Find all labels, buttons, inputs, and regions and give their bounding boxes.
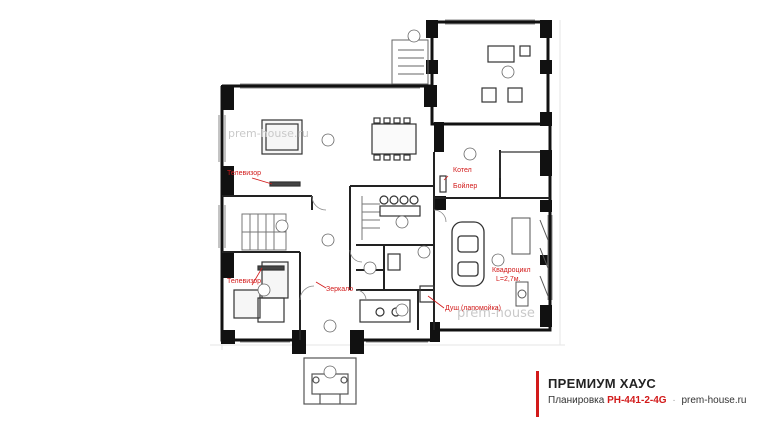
car-icon <box>451 221 485 287</box>
plan-label: Планировка <box>548 395 605 406</box>
columns <box>221 20 552 354</box>
entrance-porch <box>303 357 357 405</box>
windows <box>218 19 553 343</box>
company-title: ПРЕМИУМ ХАУС <box>548 376 657 391</box>
tv-label-upper: Телевизор <box>227 170 262 177</box>
tv-label-lower: Телевизор <box>227 278 262 285</box>
door-arcs <box>299 195 447 301</box>
watermark: prem-house.ru <box>228 127 309 140</box>
title-block: ПРЕМИУМ ХАУС Планировка PH-441-2-4G · pr… <box>536 371 753 417</box>
quad-bike-label: Квадроцикл <box>492 267 531 274</box>
watermark: prem-house <box>457 306 535 321</box>
quad-bike-size: L=2,7м. <box>496 276 521 283</box>
website-link[interactable]: prem-house.ru <box>681 395 747 406</box>
upper-porch <box>391 39 429 85</box>
boiler-room-label: Котел <box>453 167 472 174</box>
plan-code: PH-441-2-4G <box>607 395 667 406</box>
staircase <box>241 196 380 251</box>
room-markers <box>257 29 515 379</box>
mirror-label: Зеркало <box>326 286 354 293</box>
plan-code-line: Планировка PH-441-2-4G · prem-house.ru <box>548 395 746 406</box>
water-heater-label: Бойлер <box>453 183 478 190</box>
shower-label: Душ (лапомойка) <box>445 305 502 312</box>
separator: · <box>672 395 676 406</box>
annotation-leaders <box>251 175 449 309</box>
quad-bike-icon <box>511 217 549 307</box>
